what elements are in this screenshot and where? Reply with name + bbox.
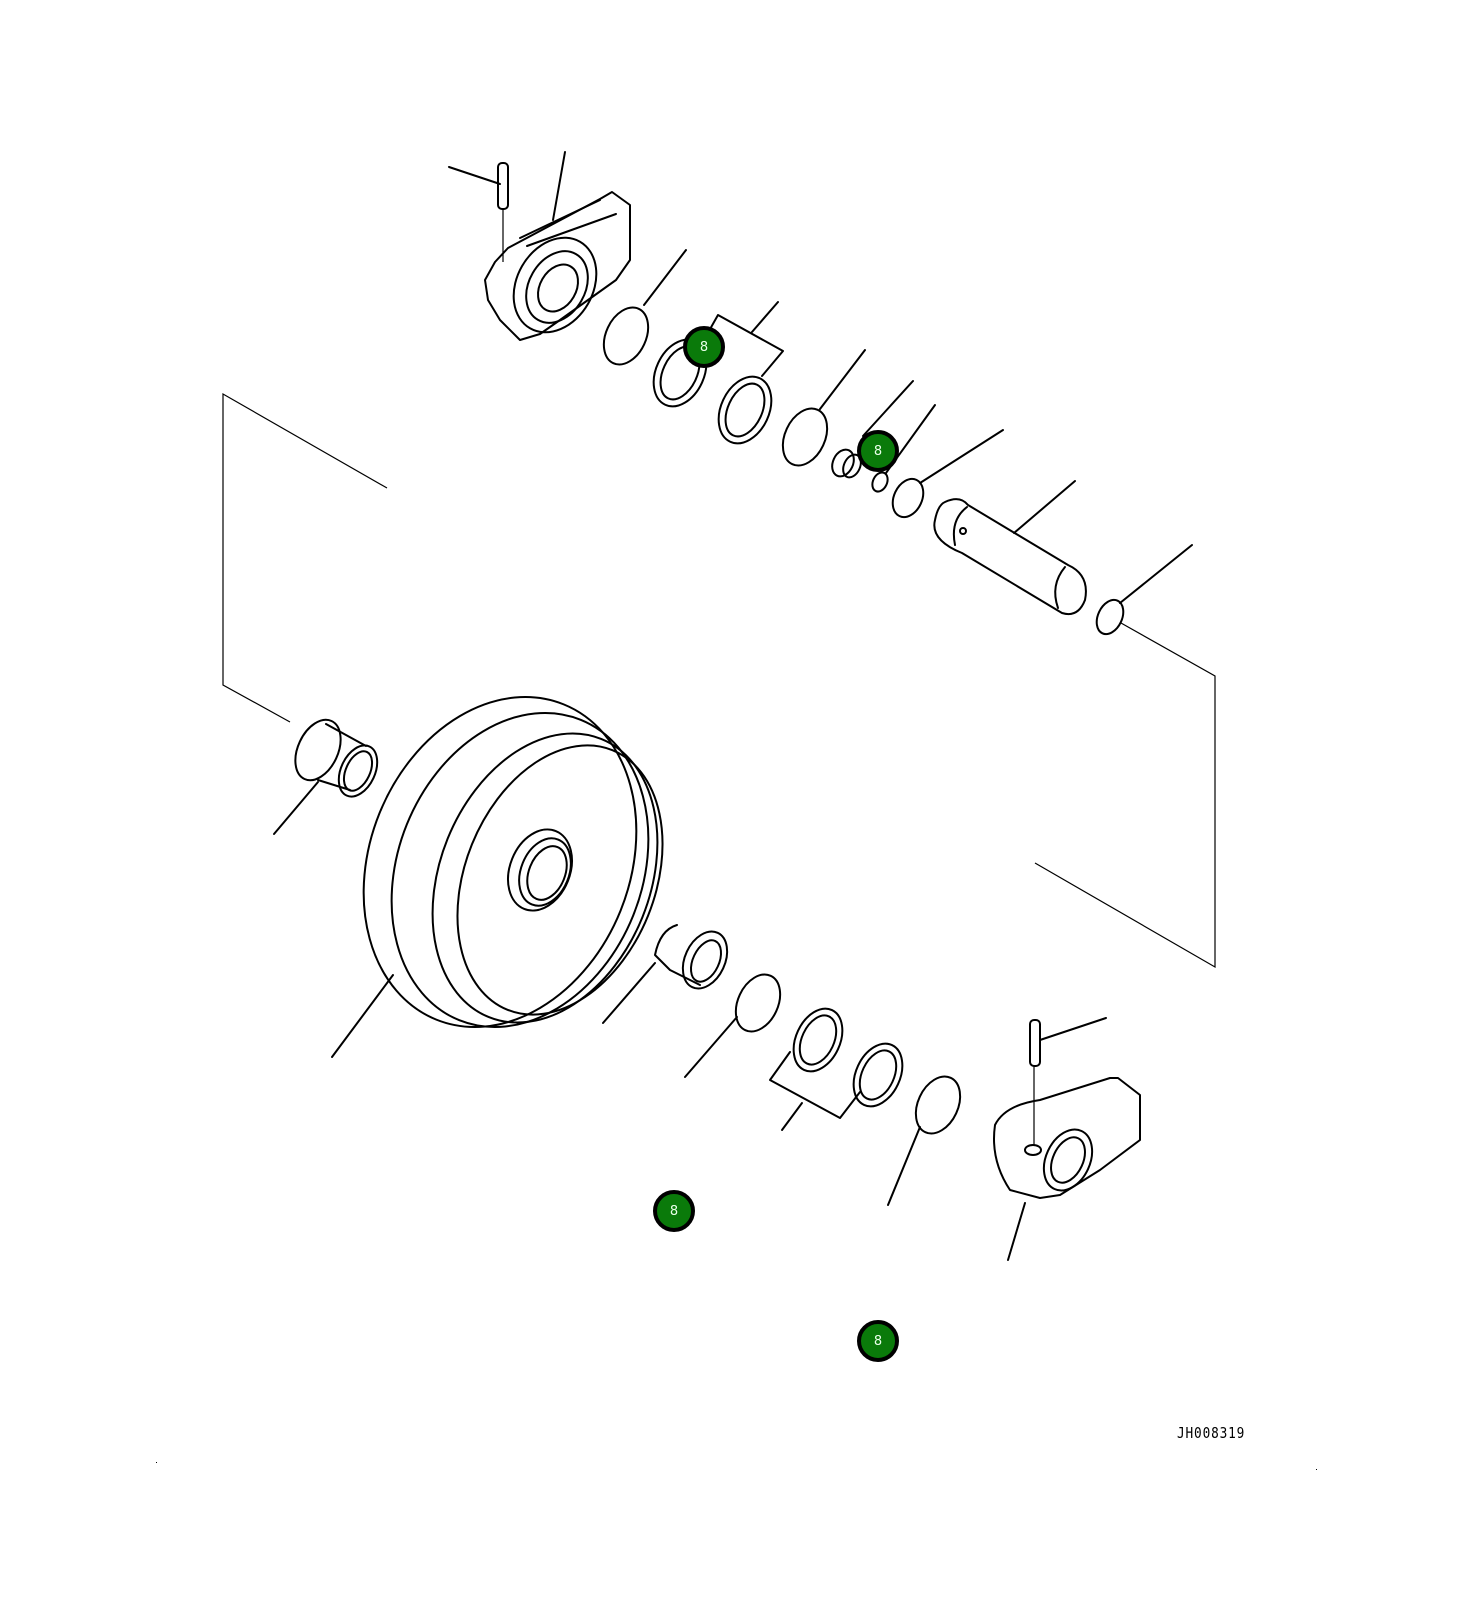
callout-badge-4[interactable]: 8 bbox=[857, 1320, 899, 1362]
lower-support-bracket bbox=[993, 1017, 1141, 1261]
upper-seal-parts bbox=[602, 249, 1004, 519]
upper-support-bracket bbox=[448, 151, 631, 341]
lower-seal-parts bbox=[602, 924, 962, 1206]
drawing-id-label: JH008319 bbox=[1177, 1424, 1246, 1442]
corner-mark-right bbox=[1316, 1469, 1317, 1470]
callout-badge-3[interactable]: 8 bbox=[653, 1190, 695, 1232]
shaft bbox=[933, 480, 1193, 636]
callout-badge-1[interactable]: 8 bbox=[683, 326, 725, 368]
idler-wheel bbox=[331, 696, 664, 1058]
callout-badge-2[interactable]: 8 bbox=[857, 430, 899, 472]
left-bushing bbox=[273, 718, 379, 835]
corner-mark-left bbox=[156, 1462, 157, 1463]
assembly-guide-lines bbox=[222, 392, 1216, 969]
